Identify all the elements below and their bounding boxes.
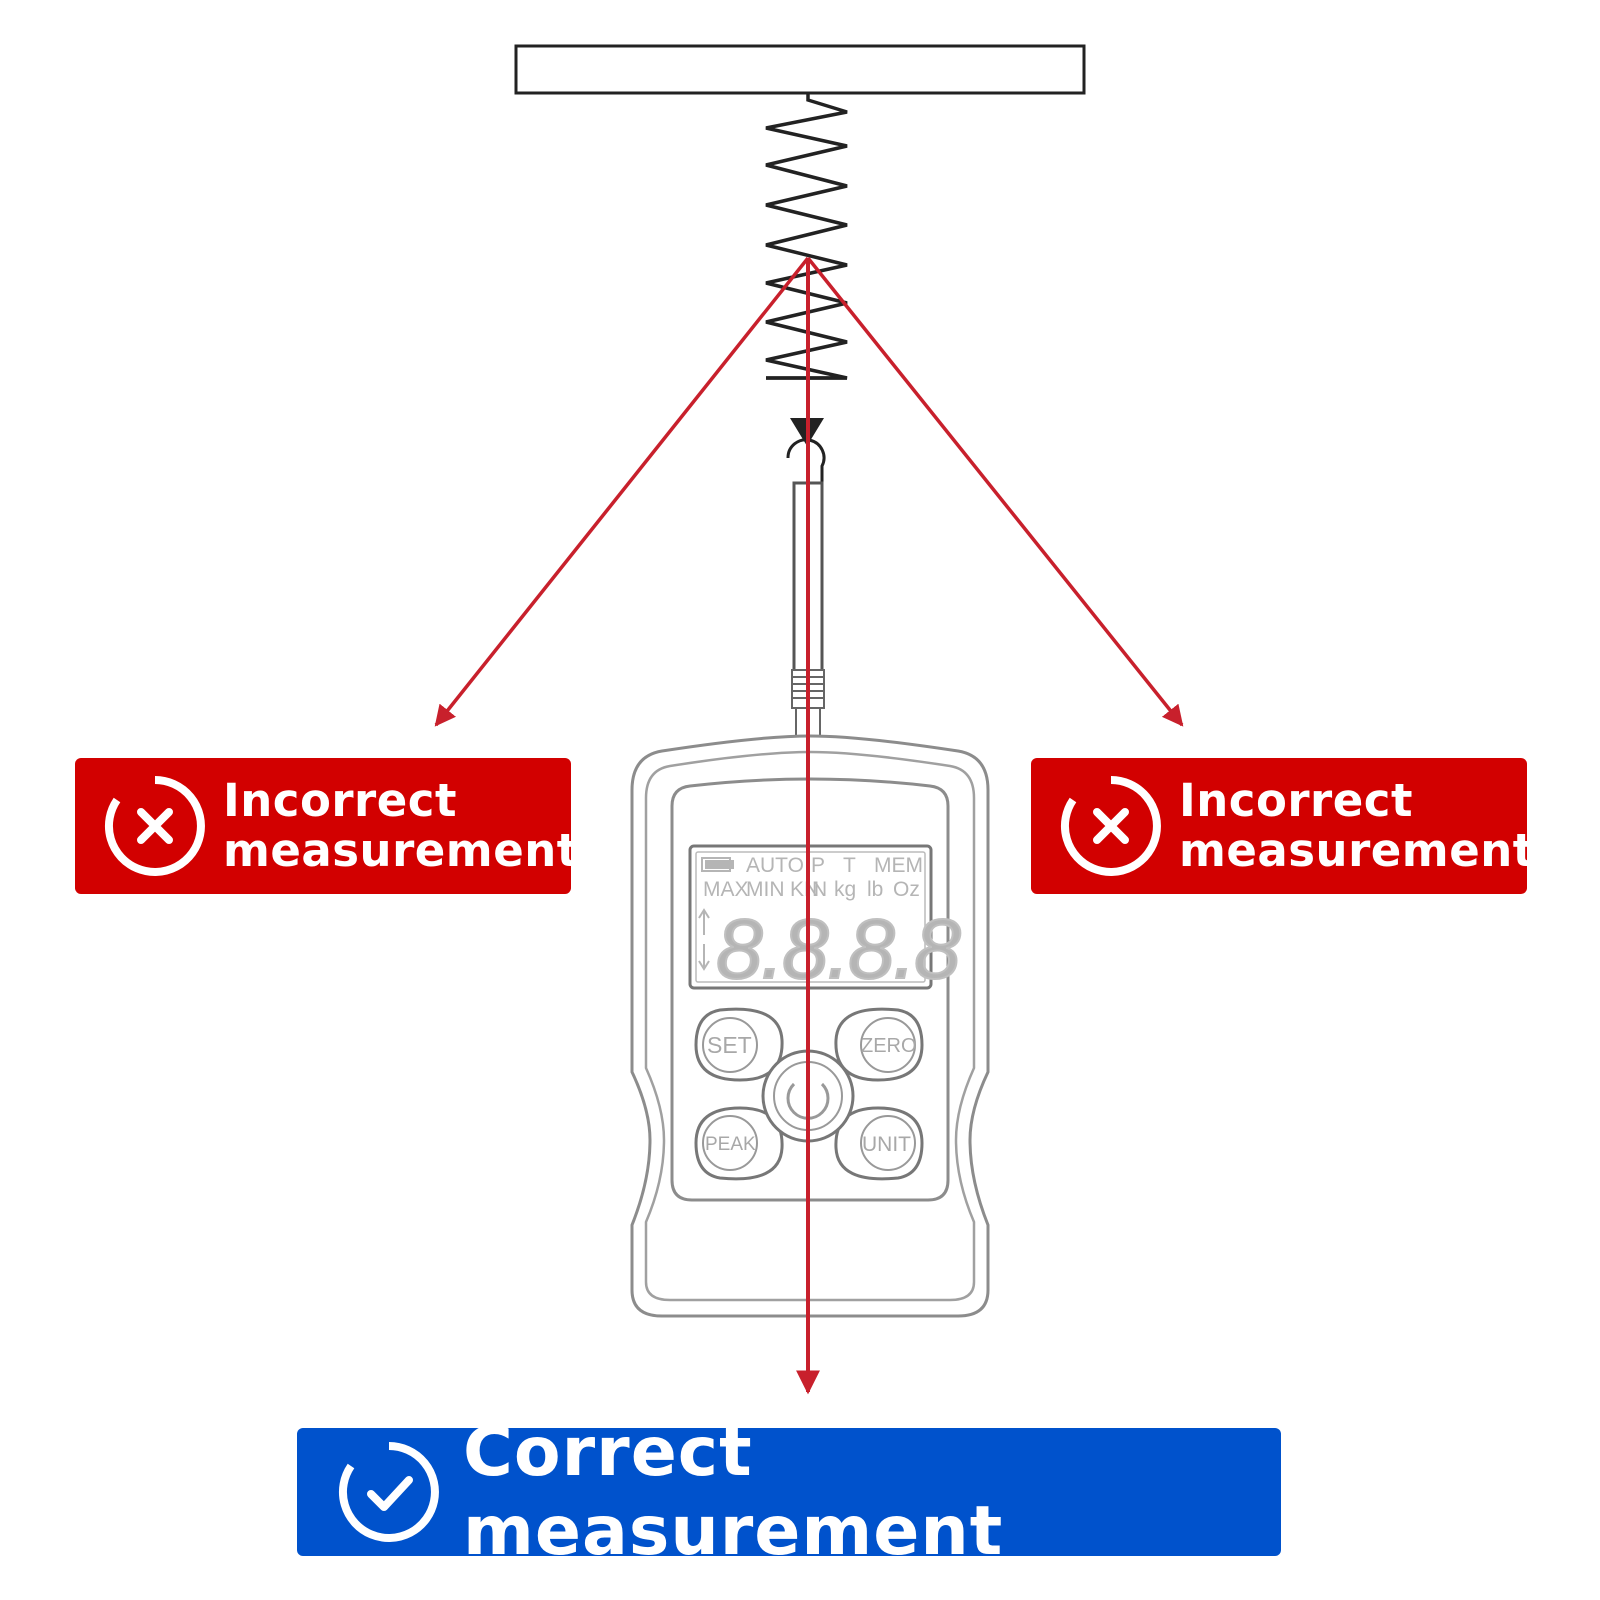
lcd-label-mem: MEM [874, 854, 923, 877]
lcd-label-lb: lb [867, 878, 883, 901]
unit-button-label[interactable]: UNIT [862, 1133, 911, 1156]
incorrect-label-line1: Incorrect [223, 774, 457, 827]
zero-button-shape [834, 1007, 924, 1082]
lcd-label-max: MAX [703, 878, 749, 901]
hook [786, 438, 826, 482]
lcd-label-kg: kg [834, 878, 856, 901]
x-circle-icon [104, 776, 205, 876]
incorrect-badge-right: Incorrect measurement [1031, 758, 1534, 894]
arrow-incorrect-right [806, 256, 1184, 727]
spring [765, 93, 848, 380]
set-button-label[interactable]: SET [707, 1032, 752, 1058]
lcd-label-n: N [812, 878, 827, 901]
zero-button-label[interactable]: ZERO [861, 1035, 917, 1057]
lcd-inner [695, 851, 926, 983]
lcd-direction-arrows [698, 908, 710, 971]
check-circle-icon [338, 1442, 439, 1542]
lcd-label-auto: AUTO [746, 854, 804, 877]
incorrect-label-line2: measurement [1179, 824, 1535, 877]
incorrect-badge-left: Incorrect measurement [75, 758, 578, 894]
incorrect-label-line2: measurement [223, 824, 579, 877]
arrow-incorrect-left [434, 256, 810, 727]
lcd-screen [688, 844, 933, 990]
peak-button-shape [694, 1106, 784, 1181]
gauge-body-inner [644, 750, 976, 1302]
battery-icon [701, 857, 734, 872]
lcd-digits: 8.8.8.8 [716, 902, 961, 996]
unit-button-shape [834, 1106, 924, 1181]
peak-button-label[interactable]: PEAK [705, 1134, 756, 1155]
lcd-label-oz: Oz [893, 878, 920, 901]
lcd-label-kn: KN [790, 878, 819, 901]
ceiling-bar [514, 44, 1086, 95]
lcd-label-t: T [843, 854, 856, 877]
set-button-shape [694, 1007, 784, 1082]
incorrect-label-line1: Incorrect [1179, 774, 1413, 827]
x-circle-icon [1060, 776, 1161, 876]
lcd-label-min: MIN [746, 878, 785, 901]
correct-badge: Correct measurement [297, 1413, 1281, 1571]
lcd-label-p: P [811, 854, 825, 877]
correct-label: Correct measurement [463, 1413, 1004, 1571]
